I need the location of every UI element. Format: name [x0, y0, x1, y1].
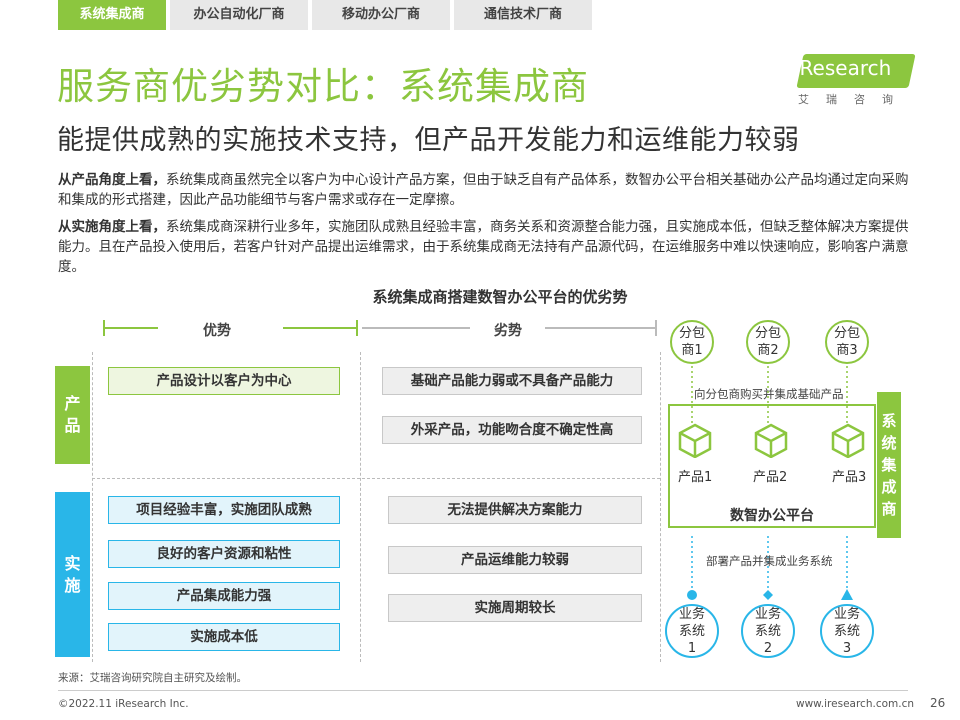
- page-subtitle: 能提供成熟的实施技术支持，但产品开发能力和运维能力较弱: [57, 125, 800, 156]
- triangle-marker-icon: [841, 589, 853, 600]
- tab-system-integrator[interactable]: 系统集成商: [58, 0, 166, 30]
- header-line-adv-left: [103, 327, 158, 329]
- business-system-label: 业务系统3: [833, 606, 860, 656]
- product-disadvantage-item: 基础产品能力弱或不具备产品能力: [382, 367, 642, 395]
- website-link[interactable]: www.iresearch.com.cn: [796, 698, 915, 710]
- category-implementation-label: 实施: [64, 553, 81, 595]
- iresearch-logo: iResearch 艾瑞咨询: [790, 50, 916, 108]
- integrator-label: 系统集成商: [881, 412, 897, 518]
- subcontractor-circle: 分包商3: [825, 320, 869, 364]
- impl-disadvantage-item: 无法提供解决方案能力: [388, 496, 642, 524]
- paragraph-implementation-lead: 从实施角度上看，: [58, 219, 166, 235]
- copyright: ©2022.11 iResearch Inc.: [58, 698, 189, 710]
- tab-communication-tech[interactable]: 通信技术厂商: [454, 0, 592, 30]
- page-number: 26: [930, 696, 946, 710]
- guide-divider: [92, 478, 660, 479]
- product-label: 产品2: [753, 470, 788, 485]
- category-product: 产品: [55, 366, 90, 464]
- guide-middle: [360, 352, 361, 662]
- impl-advantage-item: 实施成本低: [108, 623, 340, 651]
- circle-marker-icon: [687, 590, 697, 600]
- header-tick-right: [655, 320, 657, 336]
- business-system-circle: 业务系统1: [665, 604, 719, 658]
- paragraph-implementation: 从实施角度上看，系统集成商深耕行业多年，实施团队成熟且经验丰富，商务关系和资源整…: [58, 217, 918, 277]
- cube-icon: [678, 423, 712, 458]
- logo-text: iResearch: [794, 56, 892, 80]
- tab-office-automation[interactable]: 办公自动化厂商: [170, 0, 308, 30]
- business-system-circle: 业务系统2: [741, 604, 795, 658]
- category-product-label: 产品: [64, 394, 81, 435]
- tab-mobile-office[interactable]: 移动办公厂商: [312, 0, 450, 30]
- header-line-dis-right: [545, 327, 655, 329]
- impl-advantage-item: 项目经验丰富，实施团队成熟: [108, 496, 340, 524]
- paragraph-product-lead: 从产品角度上看，: [58, 172, 166, 188]
- paragraph-implementation-body: 系统集成商深耕行业多年，实施团队成熟且经验丰富，商务关系和资源整合能力强，且实施…: [58, 219, 909, 275]
- cube-icon: [831, 423, 865, 458]
- paragraph-product-body: 系统集成商虽然完全以客户为中心设计产品方案，但由于缺乏自有产品体系，数智办公平台…: [58, 172, 909, 208]
- category-implementation: 实施: [55, 492, 90, 657]
- subcontractor-circle: 分包商2: [746, 320, 790, 364]
- page-title: 服务商优劣势对比：系统集成商: [57, 65, 589, 108]
- subcontractor-circle: 分包商1: [670, 320, 714, 364]
- subcontractor-label: 分包商3: [833, 326, 860, 358]
- purchase-label: 向分包商购买并集成基础产品: [694, 387, 844, 401]
- tab-bar: 系统集成商 办公自动化厂商 移动办公厂商 通信技术厂商: [58, 0, 592, 30]
- guide-left: [92, 352, 93, 662]
- logo-cn: 艾瑞咨询: [798, 93, 910, 106]
- product-disadvantage-item: 外采产品，功能吻合度不确定性高: [382, 416, 642, 444]
- diamond-marker-icon: [763, 590, 773, 600]
- subcontractor-label: 分包商2: [754, 326, 781, 358]
- business-system-circle: 业务系统3: [820, 604, 874, 658]
- deploy-connectors: [687, 536, 853, 600]
- impl-disadvantage-item: 产品运维能力较弱: [388, 546, 642, 574]
- source-note: 来源：艾瑞咨询研究院自主研究及绘制。: [58, 672, 247, 684]
- subcontractor-label: 分包商1: [678, 326, 705, 358]
- product-advantage-item: 产品设计以客户为中心: [108, 367, 340, 395]
- platform-label: 数智办公平台: [730, 508, 814, 524]
- guide-right: [660, 352, 661, 662]
- paragraph-product: 从产品角度上看，系统集成商虽然完全以客户为中心设计产品方案，但由于缺乏自有产品体…: [58, 170, 918, 210]
- business-system-label: 业务系统2: [754, 606, 781, 656]
- business-system-label: 业务系统1: [678, 606, 705, 656]
- header-line-adv-right: [283, 327, 358, 329]
- cube-icon: [754, 423, 788, 458]
- footer-divider: [58, 690, 908, 691]
- product-label: 产品1: [678, 470, 713, 485]
- impl-disadvantage-item: 实施周期较长: [388, 594, 642, 622]
- header-advantage: 优势: [203, 323, 231, 339]
- deploy-label: 部署产品并集成业务系统: [706, 554, 833, 568]
- integrator-bar: 系统集成商: [877, 392, 901, 538]
- impl-advantage-item: 良好的客户资源和粘性: [108, 540, 340, 568]
- impl-advantage-item: 产品集成能力强: [108, 582, 340, 610]
- header-line-dis-left: [362, 327, 470, 329]
- header-disadvantage: 劣势: [494, 323, 522, 339]
- product-label: 产品3: [832, 470, 867, 485]
- header-tick-mid: [356, 320, 358, 336]
- platform-box: [668, 404, 876, 528]
- chart-title: 系统集成商搭建数智办公平台的优劣势: [372, 288, 628, 306]
